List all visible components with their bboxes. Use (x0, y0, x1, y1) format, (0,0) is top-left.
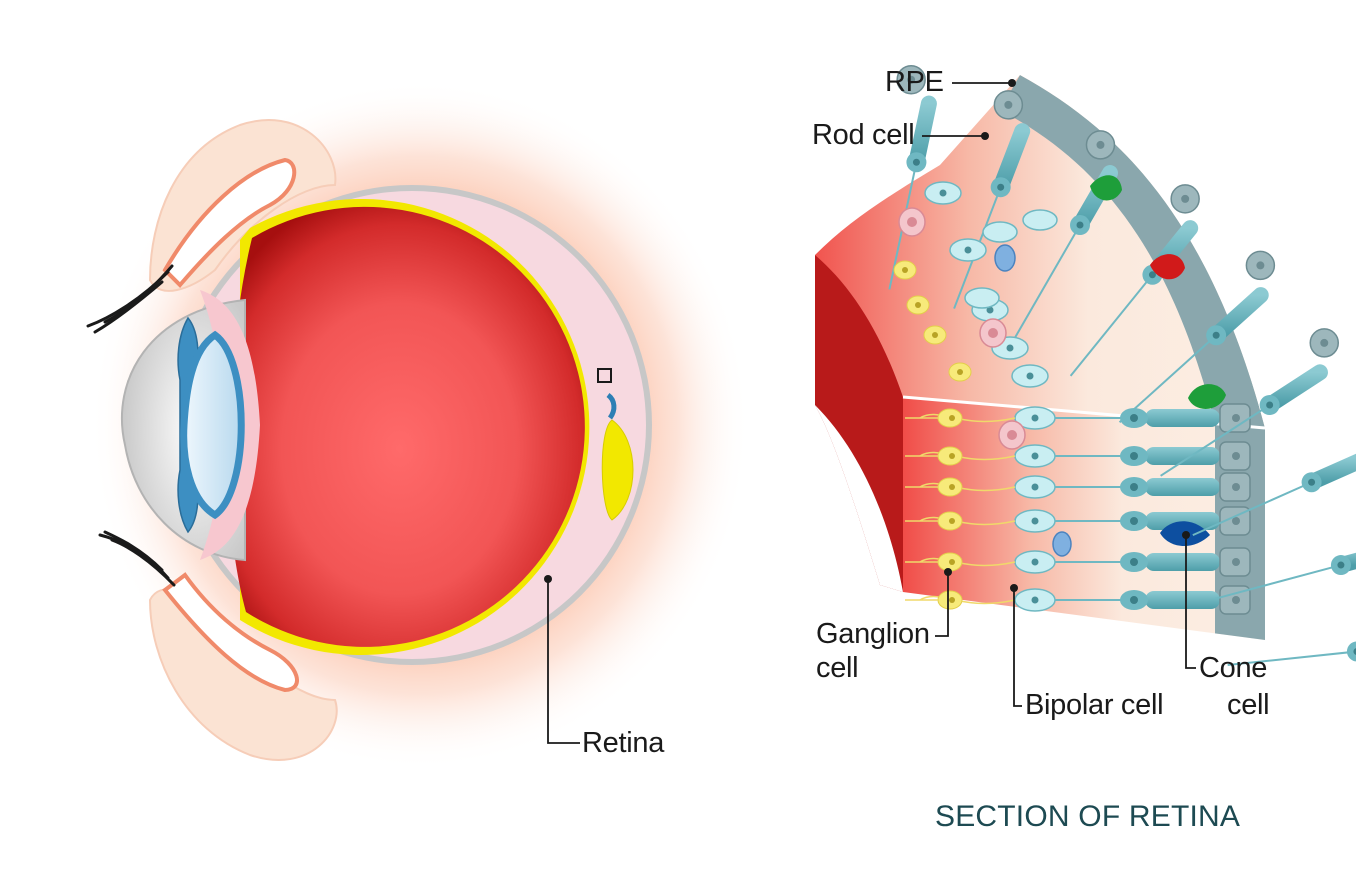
bipolar-cell-label: Bipolar cell (1025, 689, 1164, 721)
cone-leader-line (1185, 535, 1196, 669)
lower-eyelashes (98, 530, 176, 587)
upper-eyelashes (86, 264, 174, 334)
ganglion-cell-label-line2: cell (816, 652, 859, 684)
bipolar-cell-body (1022, 209, 1058, 231)
cone-cell-label-line1: Cone (1199, 652, 1268, 684)
rod-outer-segment (1145, 447, 1220, 465)
rod-outer-segment (1145, 512, 1220, 530)
red-cone-cell (1150, 254, 1185, 280)
retina-callouts (922, 82, 1196, 707)
rod-cell-label: Rod cell (812, 119, 915, 151)
rod-outer-segment (1332, 552, 1356, 574)
rod-outer-segment (1303, 453, 1356, 491)
lower-eyelid-edge (162, 572, 299, 693)
rod-outer-segment (1145, 553, 1220, 571)
rod-outer-segment (1145, 409, 1220, 427)
retina-label: Retina (582, 727, 665, 759)
retina-detail-marker (597, 368, 612, 383)
cone-cell-label-line2: cell (1227, 689, 1270, 721)
bipolar-cell-body (964, 287, 1000, 309)
rpe-label: RPE (885, 66, 944, 98)
rod-outer-segment (1145, 591, 1220, 609)
rod-outer-segment (1145, 478, 1220, 496)
rod-nucleus (1346, 641, 1356, 662)
lens (180, 330, 245, 520)
optic-disc (601, 419, 634, 521)
green-cone-cell (1188, 384, 1226, 409)
diagram-caption: SECTION OF RETINA (935, 800, 1241, 833)
retina-cells (888, 64, 1356, 667)
rod-outer-segment (1261, 364, 1328, 414)
retina-leader-line (547, 579, 580, 744)
eye-section (86, 80, 750, 770)
ganglion-cell-label-line1: Ganglion (816, 618, 930, 650)
green-cone-cell (1090, 175, 1122, 201)
retina-section (815, 64, 1356, 707)
vitreous-body (228, 206, 585, 647)
upper-eyelid-edge (162, 157, 297, 288)
amacrine-cell (1052, 531, 1072, 557)
amacrine-cell (994, 244, 1016, 272)
ganglion-leader-line (935, 572, 949, 637)
bipolar-leader-line (1013, 588, 1022, 707)
bipolar-cell-body (982, 221, 1018, 243)
